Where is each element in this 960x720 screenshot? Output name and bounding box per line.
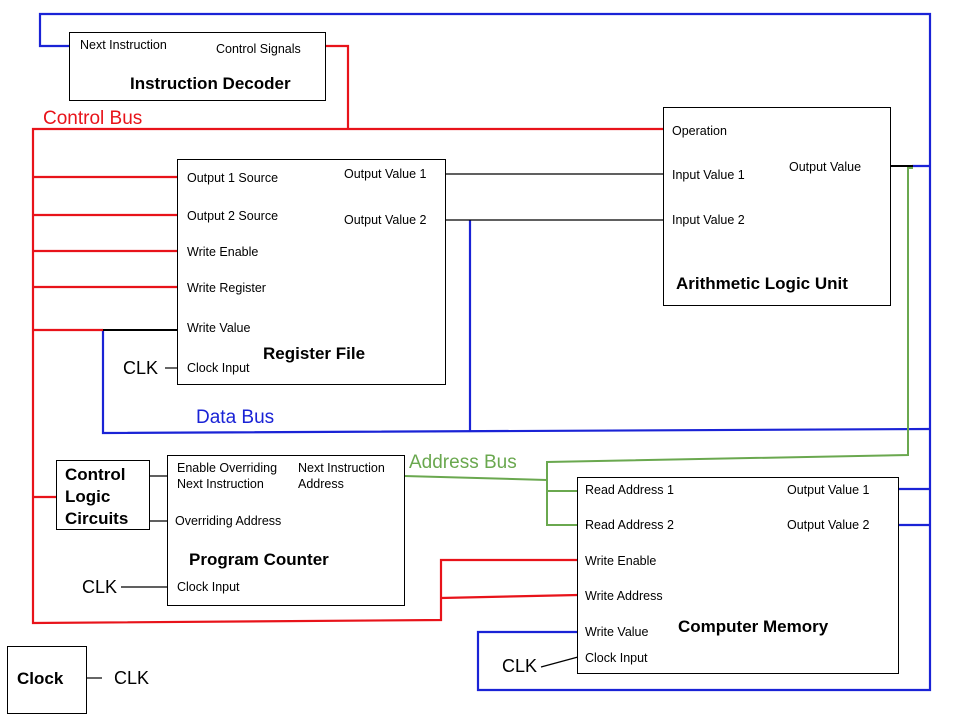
control-logic-title-line-1: Control bbox=[65, 465, 126, 484]
alu-input-value-1-port: Input Value 1 bbox=[672, 168, 745, 182]
memory-box: Read Address 1 Read Address 2 Write Enab… bbox=[577, 477, 899, 674]
memory-clock-input-port: Clock Input bbox=[585, 651, 648, 665]
memory-read-address-2-port: Read Address 2 bbox=[585, 518, 674, 532]
regfile-output-2-source-port: Output 2 Source bbox=[187, 209, 279, 223]
wire-clk-to-memory bbox=[540, 656, 579, 668]
program-counter-clk-label: CLK bbox=[82, 577, 118, 597]
control-bus-main bbox=[31, 127, 665, 625]
pc-enable-overriding-port-line-2: Next Instruction bbox=[177, 477, 264, 491]
regfile-write-enable-port: Write Enable bbox=[187, 245, 259, 259]
program-counter-box: Enable Overriding Next Instruction Next … bbox=[167, 455, 405, 606]
pc-overriding-address-port: Overriding Address bbox=[175, 514, 282, 528]
address-bus-from-program-counter bbox=[403, 475, 548, 481]
instruction-decoder-box: Next Instruction Control Signals Instruc… bbox=[69, 32, 326, 101]
alu-title: Arithmetic Logic Unit bbox=[676, 274, 848, 293]
data-bus-right-lower bbox=[476, 430, 932, 692]
data-bus-loop-to-decoder bbox=[38, 12, 932, 430]
memory-output-value-1-port: Output Value 1 bbox=[787, 483, 870, 497]
regfile-output-value-2-port: Output Value 2 bbox=[344, 213, 427, 227]
data-bus-horizontal bbox=[101, 330, 931, 435]
regfile-output-1-source-port: Output 1 Source bbox=[187, 171, 279, 185]
control-bus-from-decoder bbox=[326, 44, 350, 129]
alu-input-value-2-port: Input Value 2 bbox=[672, 213, 745, 227]
clock-output-signal-label: CLK bbox=[114, 668, 150, 688]
alu-box: Operation Input Value 1 Input Value 2 Ou… bbox=[663, 107, 891, 306]
memory-write-address-port: Write Address bbox=[585, 589, 663, 603]
pc-enable-overriding-port-line-1: Enable Overriding bbox=[177, 461, 278, 475]
alu-output-value-port: Output Value bbox=[789, 160, 862, 174]
pc-next-address-port-line-1: Next Instruction bbox=[298, 461, 385, 475]
regfile-output-value-1-port: Output Value 1 bbox=[344, 167, 427, 181]
register-file-title: Register File bbox=[263, 344, 366, 363]
decoder-next-instruction-port: Next Instruction bbox=[80, 38, 167, 52]
register-file-box: Output 1 Source Output 2 Source Write En… bbox=[177, 159, 446, 385]
control-bus-label: Control Bus bbox=[43, 108, 143, 129]
regfile-write-value-port: Write Value bbox=[187, 321, 251, 335]
decoder-control-signals-port: Control Signals bbox=[216, 42, 301, 56]
address-bus-wires bbox=[403, 167, 913, 526]
clock-box: Clock bbox=[7, 646, 87, 714]
address-bus-from-alu bbox=[546, 167, 913, 526]
alu-operation-port: Operation bbox=[672, 124, 727, 138]
regfile-clk-label: CLK bbox=[123, 358, 159, 378]
clock-title: Clock bbox=[17, 669, 64, 688]
plain-wires bbox=[86, 165, 913, 679]
control-logic-title-line-3: Circuits bbox=[65, 509, 129, 528]
control-bus-wires bbox=[31, 44, 665, 625]
memory-output-value-2-port: Output Value 2 bbox=[787, 518, 870, 532]
control-logic-title-line-2: Logic bbox=[65, 487, 111, 506]
control-to-memory-write-address bbox=[440, 593, 579, 600]
memory-title: Computer Memory bbox=[678, 617, 829, 636]
memory-clk-label: CLK bbox=[502, 656, 538, 676]
pc-next-address-port-line-2: Address bbox=[298, 477, 344, 491]
regfile-clock-input-port: Clock Input bbox=[187, 361, 250, 375]
memory-read-address-1-port: Read Address 1 bbox=[585, 483, 674, 497]
control-logic-box: Control Logic Circuits bbox=[56, 460, 150, 530]
data-bus-label: Data Bus bbox=[196, 407, 275, 428]
program-counter-title: Program Counter bbox=[189, 550, 329, 569]
regfile-write-register-port: Write Register bbox=[187, 281, 266, 295]
instruction-decoder-title: Instruction Decoder bbox=[130, 74, 291, 93]
memory-write-value-port: Write Value bbox=[585, 625, 649, 639]
address-bus-label: Address Bus bbox=[409, 452, 517, 473]
data-bus-wires bbox=[38, 12, 932, 692]
pc-clock-input-port: Clock Input bbox=[177, 580, 240, 594]
memory-write-enable-port: Write Enable bbox=[585, 554, 657, 568]
